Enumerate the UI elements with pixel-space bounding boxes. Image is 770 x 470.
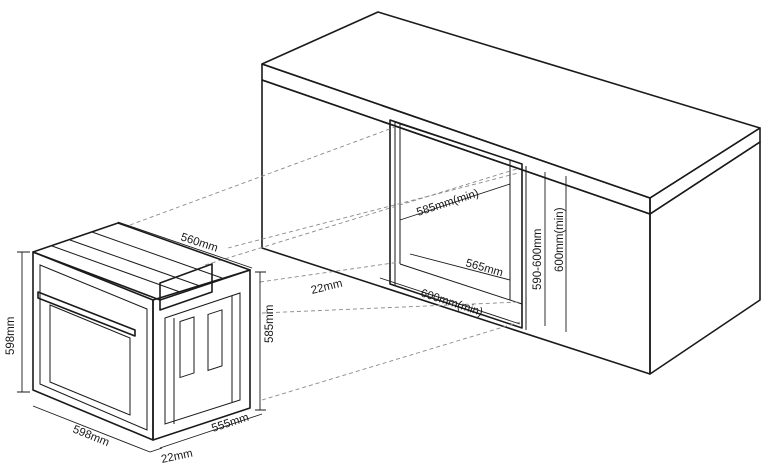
cabinet-front	[261, 79, 651, 375]
label-niche-width: 600mm(min)	[419, 287, 484, 318]
dimension-labels: 560mm 598mm 598mm 555mm 22mm 585mm 585mm…	[5, 187, 566, 465]
oven-window	[49, 304, 131, 416]
oven-side	[152, 269, 251, 441]
cabinet-side	[649, 141, 761, 375]
niche-floor-back	[399, 263, 523, 305]
label-niche-height-range: 590-600mm	[532, 229, 544, 290]
control-panel	[159, 263, 213, 311]
label-niche-height-min: 600mm(min)	[554, 207, 566, 272]
countertop-side-edge	[649, 127, 761, 215]
label-niche-front-offset: 22mm	[310, 278, 344, 297]
oven-door	[32, 251, 154, 441]
label-oven-width-front: 598mm	[71, 424, 111, 449]
countertop-front-edge	[261, 63, 651, 215]
label-door-thickness: 22mm	[160, 448, 194, 466]
label-niche-depth-top: 585mm(min)	[415, 187, 480, 218]
dimension-lines	[17, 172, 567, 453]
oven-door-inner	[39, 264, 148, 431]
niche-ceiling	[399, 123, 511, 161]
oven	[32, 222, 251, 441]
oven-top	[32, 222, 251, 301]
cabinet	[261, 11, 761, 375]
projection-lines	[129, 126, 521, 401]
label-oven-body-height: 585mm	[264, 305, 276, 343]
oven-handle	[37, 291, 136, 337]
label-oven-height-front: 598mm	[5, 317, 17, 355]
label-niche-depth-bottom: 565mm	[464, 257, 504, 279]
